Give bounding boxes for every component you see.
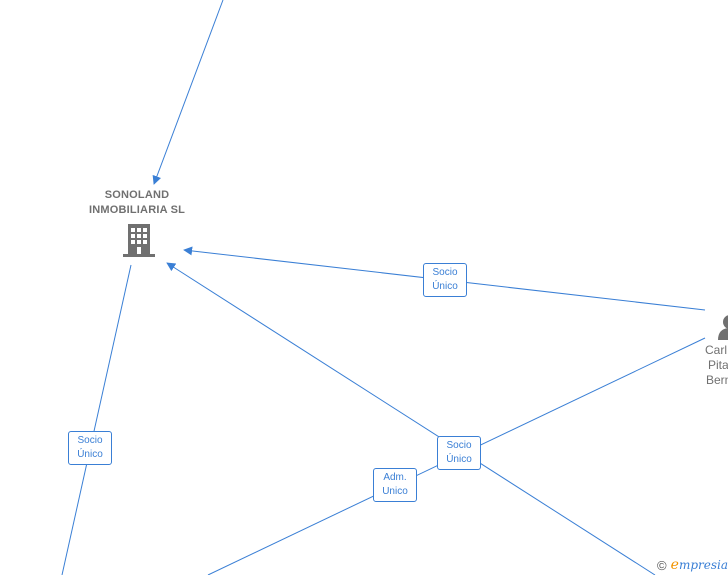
company-name-line2: INMOBILIARIA SL (88, 204, 186, 216)
person-name-line1: Carl (705, 343, 728, 357)
edge-label-socio-unico-center[interactable]: Socio Único (437, 436, 481, 470)
edge-company-to-bottomleft (61, 264, 132, 575)
edge-label-adm-unico[interactable]: Adm. Unico (373, 468, 417, 502)
person-name-line2: Pita (708, 358, 728, 372)
person-icon (718, 315, 728, 340)
edge-label-line1: Socio (432, 267, 458, 278)
edge-label-line2: Único (432, 281, 458, 292)
building-icon (123, 224, 155, 257)
edge-label-line2: Unico (382, 486, 408, 497)
company-name-line1: SONOLAND (104, 189, 170, 201)
edge-label-line1: Socio (446, 440, 472, 451)
brand-logo-text: mpresia (678, 558, 728, 572)
edge-label-line2: Único (77, 449, 103, 460)
person-name-line3: Bern (706, 373, 728, 387)
edge-label-socio-unico-top[interactable]: Socio Único (423, 263, 467, 297)
company-name[interactable]: SONOLAND INMOBILIARIA SL (76, 188, 198, 218)
copyright-icon: © (657, 557, 667, 573)
edge-label-line2: Único (446, 454, 472, 465)
person-name[interactable]: Carl Pita Bern (705, 343, 728, 388)
edge-label-line1: Adm. (383, 472, 407, 483)
edge-label-socio-unico-left[interactable]: Socio Único (68, 431, 112, 465)
edge-top-to-company (152, 0, 224, 185)
edge-bottomright-to-company (166, 262, 656, 575)
brand-logo-e: e (670, 557, 679, 573)
edge-label-line1: Socio (77, 435, 103, 446)
